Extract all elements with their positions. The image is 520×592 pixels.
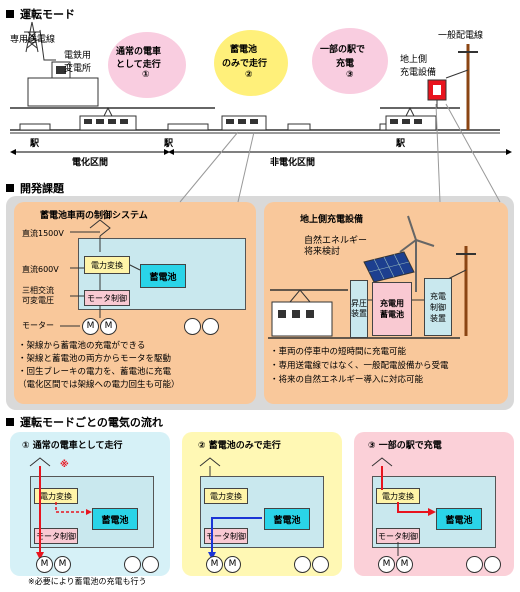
mode-2-motor-wheel-2: M [224, 556, 241, 573]
right-bullet-3: ・将来の自然エネルギー導入に対応可能 [270, 375, 424, 385]
cloud-mode-2 [214, 30, 288, 96]
section-title-operation-mode: 運転モード [6, 6, 75, 22]
booster-device: 昇圧 装置 [350, 280, 368, 338]
cloud3-number: ③ [346, 70, 354, 80]
station-label-1: 駅 [30, 139, 40, 149]
control-system-title: 蓄電池車両の制御システム [40, 211, 148, 221]
charging-equipment-title: 地上側充電設備 [300, 215, 364, 225]
mode-3-battery: 蓄電池 [436, 508, 482, 530]
electrified-section-label: 電化区間 [72, 158, 109, 168]
mode-2-motor-control: モータ制御 [204, 528, 248, 544]
motor-wheel-2: M [100, 318, 117, 335]
charging-battery: 充電用 蓄電池 [372, 282, 412, 336]
cloud3-text-2: 充電 [336, 59, 355, 69]
mode-3-motor-wheel-2: M [396, 556, 413, 573]
mode-1-title: ① 通常の電車として走行 [22, 441, 123, 451]
mode-3-wheel-3 [466, 556, 483, 573]
power-conversion-cell: 電力変換 [84, 256, 130, 274]
cloud1-number: ① [142, 70, 150, 80]
mode-1-note-mark: ※ [60, 460, 69, 470]
cloud3-text-1: 一部の駅で [320, 45, 366, 55]
mode-2-battery: 蓄電池 [264, 508, 310, 530]
mode-1-motor-wheel-2: M [54, 556, 71, 573]
trailer-wheel-1 [184, 318, 201, 335]
cloud2-text-2: のみで走行 [222, 59, 268, 69]
mode-3-title: ③ 一部の駅で充電 [368, 441, 442, 451]
non-electrified-section-label: 非電化区間 [270, 158, 316, 168]
charging-control-device: 充電 制御 装置 [424, 278, 452, 336]
right-bullet-2: ・専用送電線ではなく、一般配電設備から受電 [270, 361, 449, 371]
station-label-3: 駅 [396, 139, 406, 149]
mode-1-motor-wheel-1: M [36, 556, 53, 573]
dedicated-line-label: 専用送電線 [10, 35, 56, 45]
mode-2-title: ② 蓄電池のみで走行 [198, 441, 281, 451]
footnote: ※必要により蓄電池の充電も行う [28, 577, 147, 586]
cloud1-text-2: として走行 [116, 60, 161, 70]
station-label-2: 駅 [164, 139, 174, 149]
cloud1-text-1: 通常の電車 [116, 47, 162, 57]
cloud2-text-1: 蓄電池 [230, 45, 258, 55]
dc600-label: 直流600V [22, 265, 59, 274]
mode-1-wheel-4 [142, 556, 159, 573]
left-bullet-2: ・架線と蓄電池の両方からモータを駆動 [18, 354, 172, 364]
renewable-label: 自然エネルギー 将来検討 [304, 236, 368, 257]
section-title-dev-issues: 開発課題 [6, 180, 64, 196]
left-bullet-3: ・回生ブレーキの電力を、蓄電池に充電 [18, 367, 172, 377]
mode-2-wheel-4 [312, 556, 329, 573]
mode-3-motor-wheel-1: M [378, 556, 395, 573]
mode-3-wheel-4 [484, 556, 501, 573]
left-bullet-4: （電化区間では架線への電力回生も可能） [18, 380, 180, 390]
motor-wheel-1: M [82, 318, 99, 335]
substation-label: 電鉄用 変電所 [64, 51, 92, 74]
distribution-line-label: 一般配電線 [438, 31, 484, 41]
left-bullet-1: ・架線から蓄電池の充電ができる [18, 341, 146, 351]
mode-1-battery: 蓄電池 [92, 508, 138, 530]
battery-cell: 蓄電池 [140, 264, 186, 288]
mode-2-motor-wheel-1: M [206, 556, 223, 573]
ground-equipment-label: 地上側 充電設備 [400, 55, 437, 78]
trailer-wheel-2 [202, 318, 219, 335]
cloud-mode-1 [108, 32, 186, 98]
cloud2-number: ② [245, 70, 253, 80]
ac-label: 三相交流 可変電圧 [22, 286, 54, 305]
mode-2-power-conversion: 電力変換 [204, 488, 248, 504]
dc1500-label: 直流1500V [22, 229, 64, 238]
motor-control-cell: モータ制御 [84, 290, 130, 306]
cloud-mode-3 [312, 28, 388, 94]
section-title-power-flow: 運転モードごとの電気の流れ [6, 414, 163, 430]
mode-1-motor-control: モータ制御 [34, 528, 78, 544]
motor-label: モーター [22, 321, 54, 330]
mode-1-wheel-3 [124, 556, 141, 573]
mode-2-wheel-3 [294, 556, 311, 573]
right-bullet-1: ・車両の停車中の短時間に充電可能 [270, 347, 407, 357]
